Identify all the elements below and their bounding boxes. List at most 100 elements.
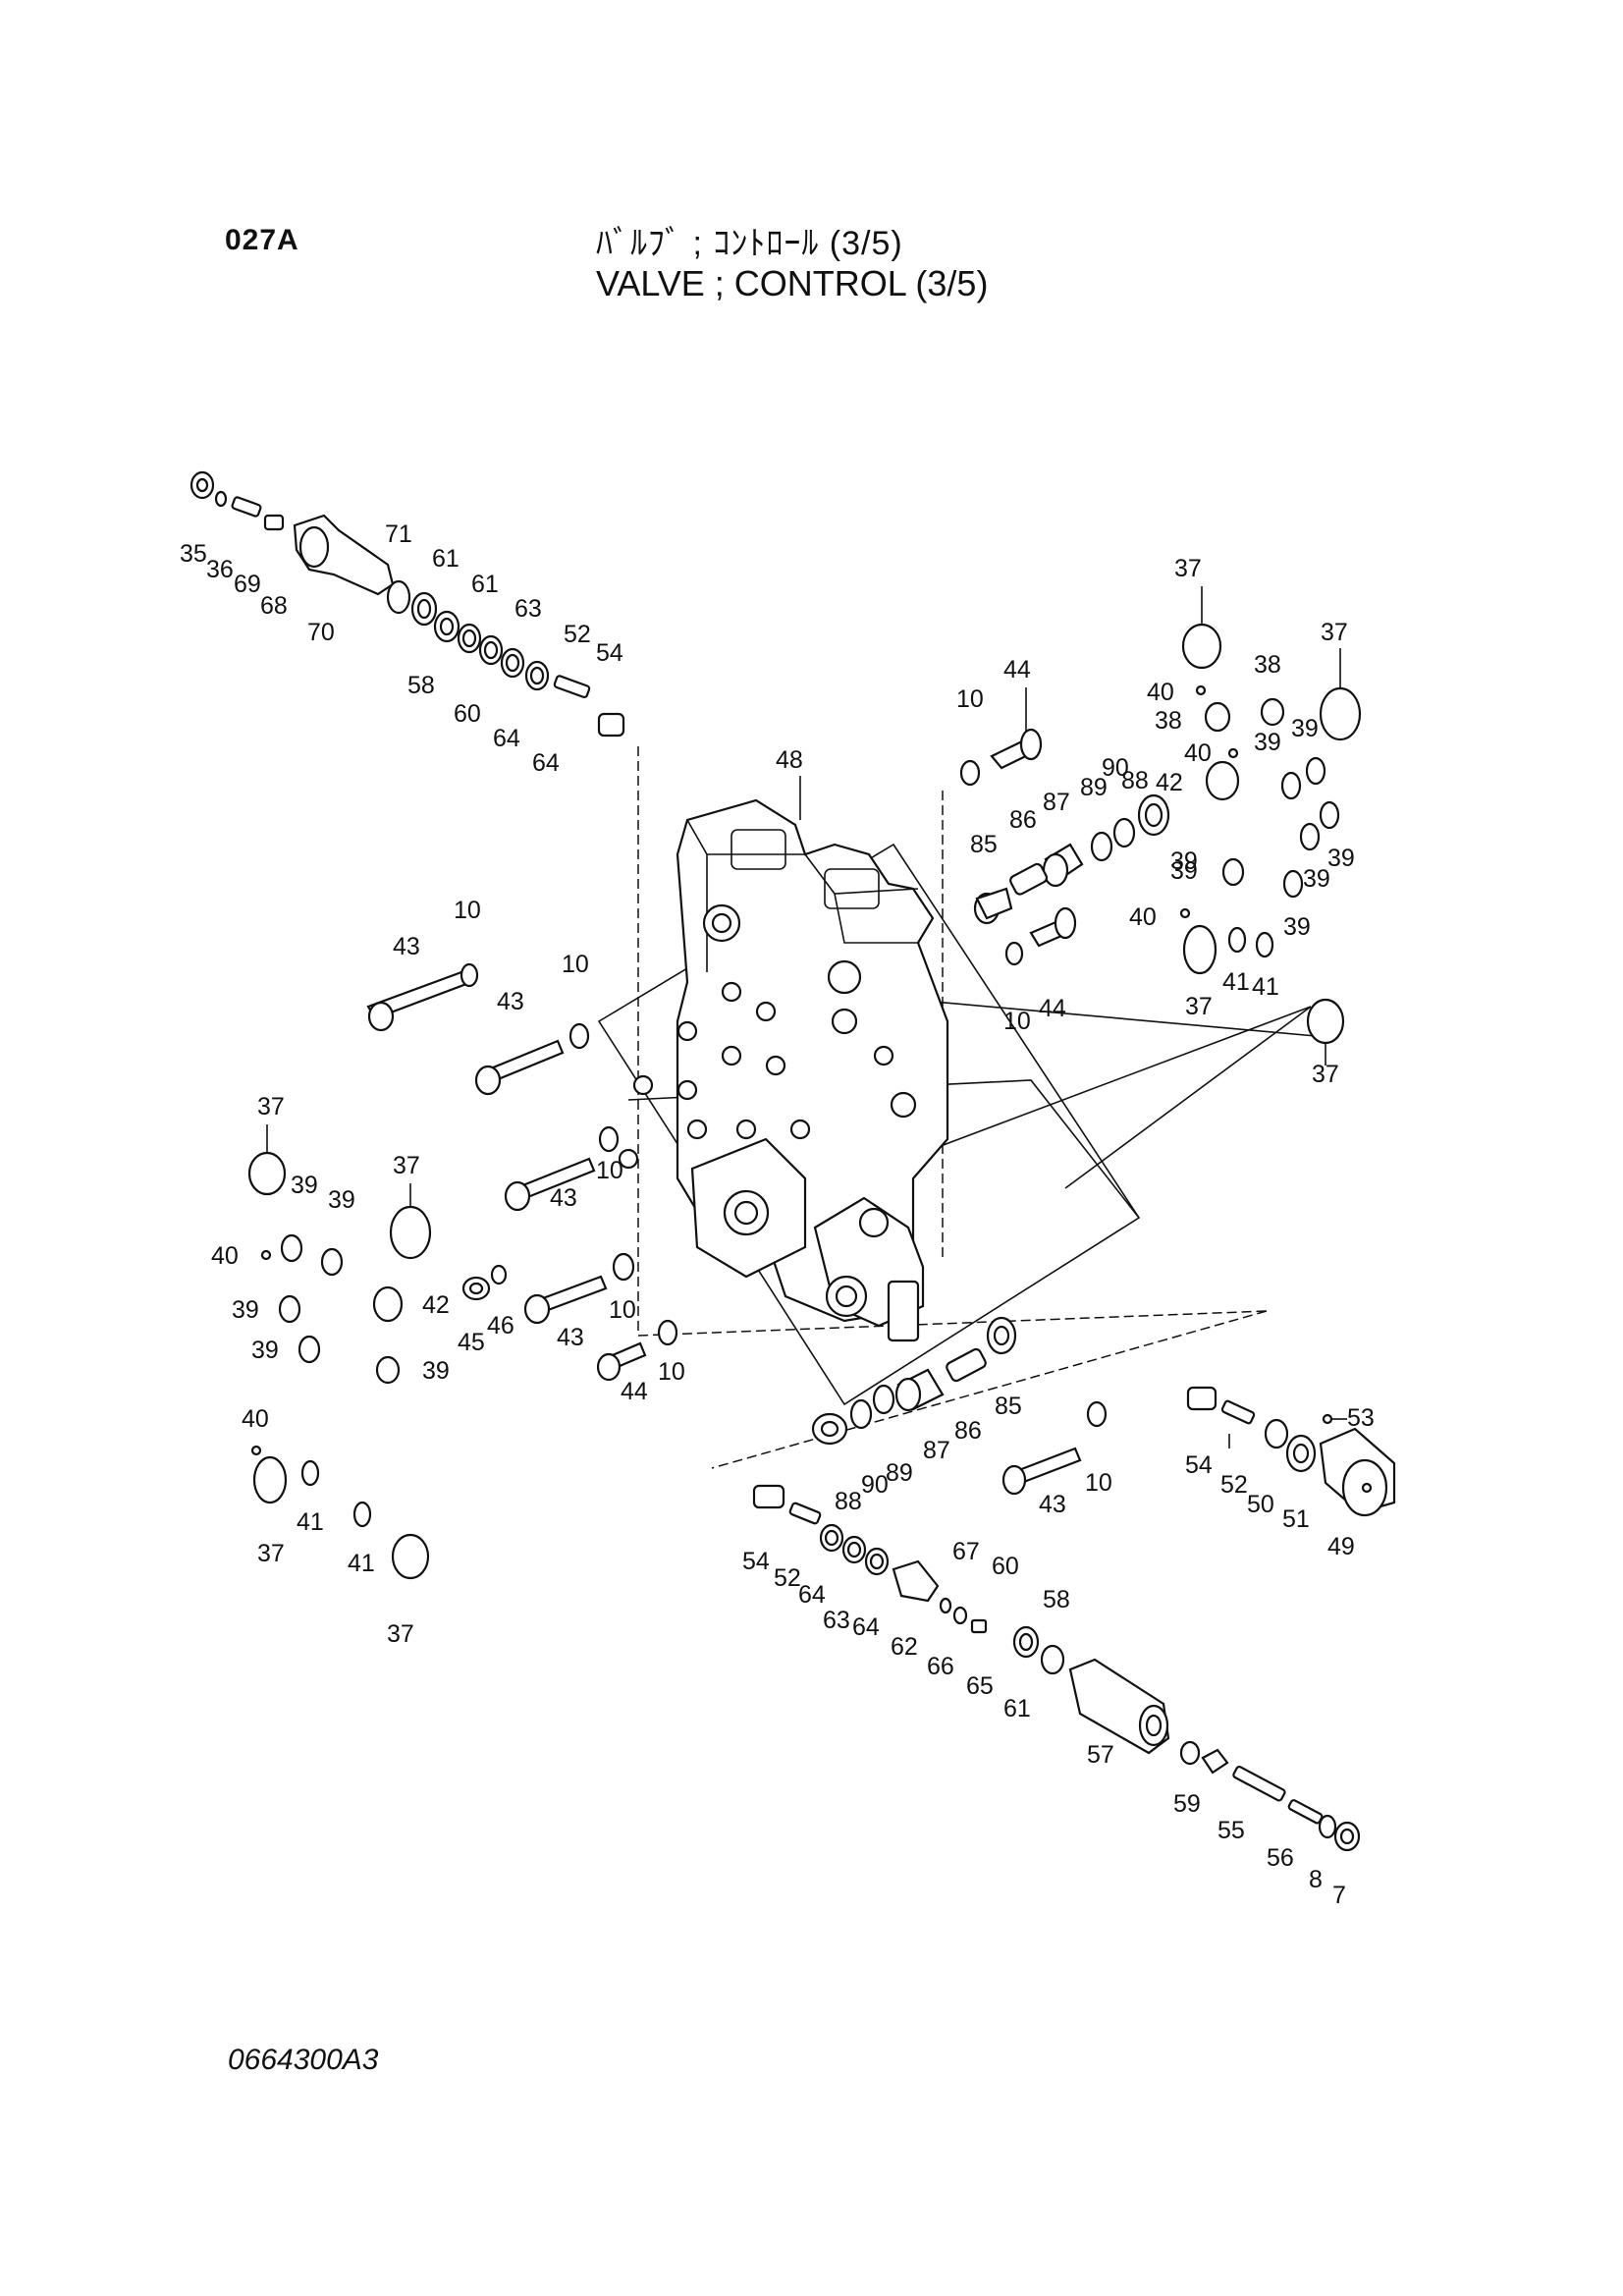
title-japanese: ﾊﾞﾙﾌﾞ ; ｺﾝﾄﾛｰﾙ (3/5) <box>596 225 903 262</box>
callout: 57 <box>1087 1741 1114 1769</box>
callout: 62 <box>891 1633 918 1661</box>
callout: 10 <box>454 897 481 924</box>
callout: 86 <box>1009 806 1037 834</box>
title-english: VALVE ; CONTROL (3/5) <box>596 263 989 303</box>
callout: 39 <box>1170 847 1198 875</box>
callout: 69 <box>234 571 261 598</box>
callout: 43 <box>1039 1491 1066 1518</box>
callout: 63 <box>823 1607 850 1634</box>
callout: 39 <box>1291 715 1319 742</box>
callout: 63 <box>514 595 542 623</box>
callout: 67 <box>952 1538 980 1565</box>
callout: 64 <box>493 725 520 752</box>
callout: 38 <box>1155 707 1182 735</box>
callout: 90 <box>1102 754 1129 782</box>
callout: 52 <box>564 621 591 648</box>
callout: 40 <box>1184 739 1212 767</box>
callout: 85 <box>995 1393 1022 1420</box>
callout: 41 <box>1252 973 1279 1001</box>
callout: 10 <box>609 1296 636 1324</box>
callout: 40 <box>242 1405 269 1433</box>
callout: 50 <box>1247 1491 1274 1518</box>
callout: 52 <box>774 1564 801 1592</box>
callout: 54 <box>742 1548 770 1575</box>
callout: 39 <box>1170 857 1198 885</box>
page-code: 027A <box>225 224 299 256</box>
relief-valve-right <box>1186 1386 1396 1517</box>
callout: 71 <box>385 520 412 548</box>
callout-ticks <box>266 586 1347 1449</box>
callout: 65 <box>966 1672 994 1700</box>
callout: 10 <box>596 1157 623 1184</box>
lower-spool-stack <box>811 1316 1017 1446</box>
valve-body-48 <box>618 798 949 1342</box>
callout: 39 <box>1303 865 1330 893</box>
callout: 40 <box>211 1242 239 1270</box>
callout: 66 <box>927 1653 954 1680</box>
callout: 53 <box>1347 1404 1375 1432</box>
callout: 64 <box>532 749 560 777</box>
callout: 43 <box>393 933 420 960</box>
callout: 44 <box>1039 995 1066 1022</box>
callout: 37 <box>257 1093 285 1121</box>
callout: 35 <box>180 540 207 568</box>
callout: 42 <box>1156 769 1183 796</box>
callout: 45 <box>458 1329 485 1356</box>
callout: 89 <box>886 1459 913 1487</box>
callout: 39 <box>251 1337 279 1364</box>
callout: 60 <box>454 700 481 728</box>
callout: 37 <box>393 1152 420 1179</box>
callout: 86 <box>954 1417 982 1445</box>
callout: 41 <box>348 1550 375 1577</box>
callout: 68 <box>260 592 288 620</box>
callout: 60 <box>992 1553 1019 1580</box>
callout: 38 <box>1254 651 1281 679</box>
callout: 37 <box>1321 619 1348 646</box>
callout: 39 <box>1254 729 1281 756</box>
callout: 39 <box>291 1172 318 1199</box>
callout: 10 <box>1085 1469 1112 1497</box>
callout: 49 <box>1327 1533 1355 1560</box>
callout: 70 <box>307 619 335 646</box>
callout: 43 <box>497 988 524 1015</box>
callout: 61 <box>471 571 499 598</box>
callout: 61 <box>1003 1695 1031 1722</box>
callout: 10 <box>1003 1008 1031 1035</box>
callout: 44 <box>621 1378 648 1405</box>
callout: 90 <box>861 1471 889 1499</box>
callout: 44 <box>1003 656 1031 683</box>
callout: 41 <box>297 1508 324 1536</box>
callout: 39 <box>422 1357 450 1385</box>
callout: 88 <box>1121 767 1149 794</box>
callout: 64 <box>798 1581 826 1609</box>
callout: 37 <box>1185 993 1213 1020</box>
callout: 10 <box>956 685 984 713</box>
callout: 43 <box>557 1324 584 1351</box>
callout: 87 <box>923 1437 950 1464</box>
callout: 52 <box>1220 1471 1248 1499</box>
callout: 56 <box>1267 1844 1294 1872</box>
bolts-and-washers <box>366 728 1108 1496</box>
callout: 39 <box>232 1296 259 1324</box>
callout: 39 <box>1327 845 1355 872</box>
drawing-number: 0664300A3 <box>228 2044 379 2076</box>
callout: 55 <box>1217 1817 1245 1844</box>
callout: 51 <box>1282 1505 1310 1533</box>
callout: 54 <box>596 639 623 667</box>
upper-left-parts <box>189 470 625 738</box>
callout: 40 <box>1147 679 1174 706</box>
callout: 39 <box>1283 913 1311 941</box>
callout: 10 <box>658 1358 685 1386</box>
callout: 37 <box>387 1620 414 1648</box>
callout: 7 <box>1332 1882 1346 1909</box>
callout: 40 <box>1129 903 1157 931</box>
callout: 48 <box>776 746 803 774</box>
callout: 88 <box>835 1488 862 1515</box>
callout: 37 <box>257 1540 285 1567</box>
callout: 59 <box>1173 1790 1201 1818</box>
callout: 58 <box>407 672 435 699</box>
callout: 36 <box>206 556 234 583</box>
lower-spool-assembly <box>752 1484 1361 1852</box>
callout: 87 <box>1043 789 1070 816</box>
